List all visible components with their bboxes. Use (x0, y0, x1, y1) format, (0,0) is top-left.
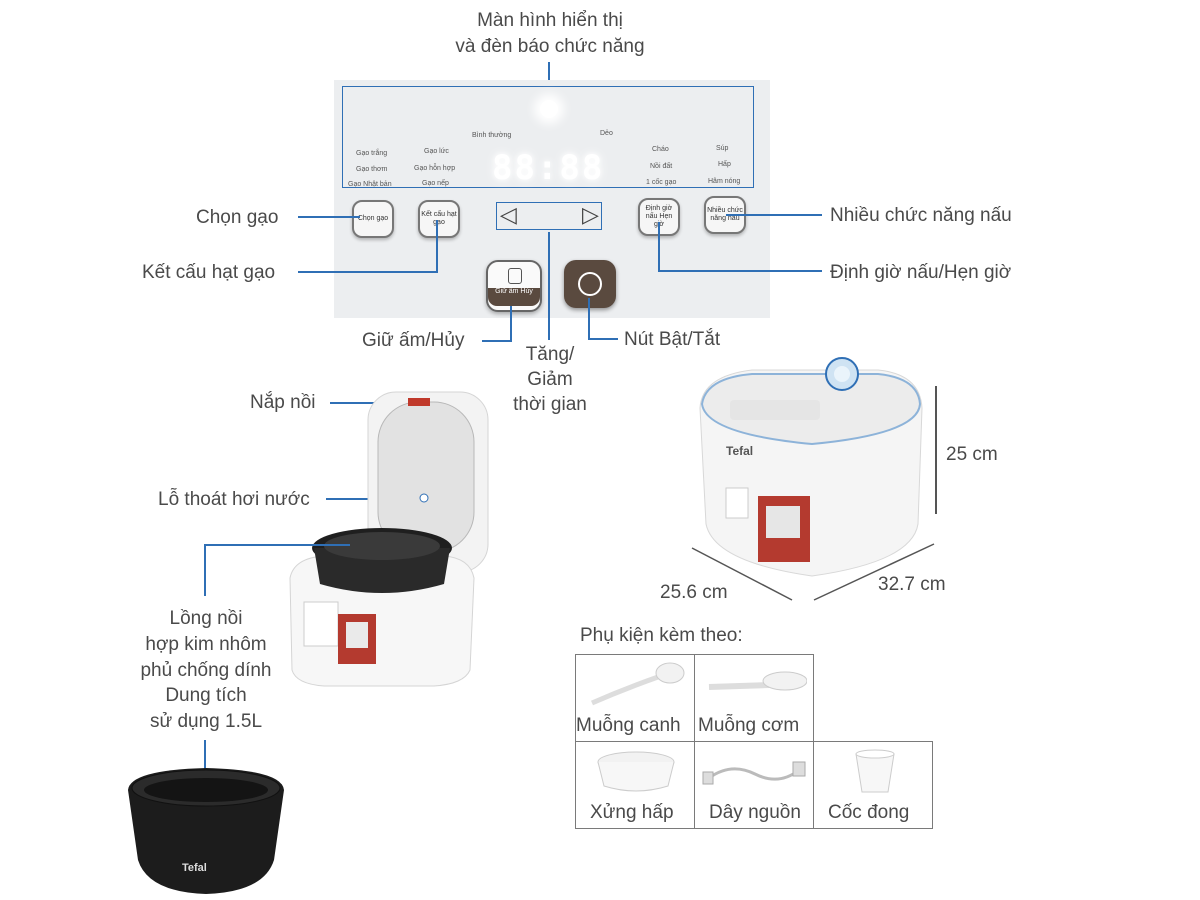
accessory-rice-paddle-label: Muỗng cơm (698, 715, 800, 736)
control-panel: Bình thường Dẻo Gạo trắng Gạo lức Gạo th… (334, 80, 770, 318)
height-dimension-line (935, 386, 937, 514)
base-dimension-lines (691, 543, 935, 601)
up-down-callout (548, 232, 550, 340)
mode-normal-label: Bình thường (472, 132, 512, 139)
cooker-brand-logo: Tefal (726, 444, 754, 458)
power-callout-v (588, 298, 590, 340)
keep-warm-button-label: Giữ ấm Hủy (488, 288, 540, 306)
menu-sticky-rice: Gạo nếp (422, 180, 449, 187)
timer-callout-v (658, 222, 660, 272)
multi-function-callout (726, 214, 822, 216)
pot-callout-h (204, 544, 350, 546)
arrow-frame (496, 202, 602, 230)
accessory-cell-measuring-cup: Cốc đong (813, 741, 933, 829)
menu-fragrant-rice: Gạo thơm (356, 166, 388, 173)
height-label: 25 cm (946, 444, 998, 465)
pot-label-2: hợp kim nhôm (145, 634, 267, 655)
menu-clay-pot: Nồi đất (650, 163, 673, 170)
up-down-label-1: Tăng/ (525, 344, 575, 365)
keep-warm-callout-h (482, 340, 512, 342)
menu-japanese-rice: Gạo Nhật bản (348, 181, 392, 188)
up-down-label-3: thời gian (513, 394, 587, 415)
pot-label-1: Lồng nồi (169, 608, 243, 629)
power-button[interactable] (564, 260, 616, 308)
closed-cooker-illustration (699, 357, 923, 577)
keep-warm-label: Giữ ấm/Hủy (362, 330, 465, 351)
rice-paddle-icon (708, 671, 807, 691)
power-callout-h (590, 338, 618, 340)
pot-label-3: phủ chống dính (140, 660, 272, 681)
width-label: 32.7 cm (878, 574, 946, 595)
keep-warm-callout-v (510, 306, 512, 342)
accessory-measuring-cup-label: Cốc đong (828, 802, 910, 823)
choose-rice-label: Chọn gạo (196, 207, 279, 228)
decrease-arrow-button[interactable]: ◁ (500, 202, 517, 227)
multi-function-label: Nhiều chức năng nấu (830, 205, 1012, 226)
accessory-power-cord-label: Dây nguồn (709, 802, 801, 823)
mode-soft-label: Dẻo (600, 130, 613, 137)
power-icon (578, 272, 602, 296)
pot-brand-logo: Tefal (182, 862, 207, 874)
pot-label-5: sử dụng 1.5L (149, 711, 263, 732)
increase-arrow-button[interactable]: ▷ (582, 202, 599, 227)
display-label-line1: Màn hình hiển thị (477, 10, 623, 31)
steamer-icon (597, 751, 675, 792)
display-label-line2: và đèn báo chức năng (455, 36, 645, 57)
accessory-cell-power-cord: Dây nguồn (694, 741, 814, 829)
display-callout-line (548, 62, 550, 86)
lid-callout (330, 402, 388, 404)
keep-warm-button[interactable]: Giữ ấm Hủy (486, 260, 542, 312)
accessory-cell-rice-paddle: Muỗng cơm (694, 654, 814, 742)
lid-label: Nắp nồi (250, 392, 316, 413)
choose-rice-callout (298, 216, 360, 218)
menu-white-rice: Gạo trắng (356, 150, 388, 157)
menu-porridge: Cháo (652, 146, 669, 153)
rice-texture-callout-v (436, 220, 438, 273)
timer-callout-h (660, 270, 822, 272)
rice-texture-callout-h (298, 271, 438, 273)
accessory-cell-steamer: Xửng hấp (575, 741, 695, 829)
accessory-ladle-label: Muỗng canh (576, 715, 681, 736)
keep-warm-icon (508, 268, 522, 284)
menu-reheat: Hâm nóng (708, 178, 741, 185)
timer-button[interactable]: Định giờ nấu Hẹn giờ (638, 198, 680, 236)
open-cooker-illustration (289, 391, 489, 687)
up-down-label-2: Giảm (527, 369, 573, 390)
display-area-frame (342, 86, 754, 188)
power-cord-icon (702, 761, 806, 785)
status-led (540, 100, 558, 118)
pot-callout-v (204, 544, 206, 596)
menu-mixed-rice: Gạo hỗn hợp (414, 165, 456, 172)
menu-one-cup: 1 cốc gạo (646, 179, 677, 186)
pot-label-4: Dung tích (165, 685, 247, 706)
vent-label: Lỗ thoát hơi nước (158, 489, 310, 510)
inner-pot-illustration (128, 768, 284, 894)
measuring-cup-icon (855, 749, 895, 793)
accessory-steamer-label: Xửng hấp (590, 802, 674, 823)
depth-label: 25.6 cm (660, 582, 728, 603)
digital-display: 88:88 (492, 148, 605, 188)
power-label: Nút Bật/Tắt (624, 329, 721, 350)
menu-steam: Hấp (718, 161, 731, 168)
rice-texture-label: Kết cấu hạt gạo (142, 262, 276, 283)
multi-function-button[interactable]: Nhiều chức năng nấu (704, 196, 746, 234)
accessories-title: Phụ kiện kèm theo: (580, 625, 743, 646)
rice-texture-button[interactable]: Kết cấu hạt gạo (418, 200, 460, 238)
choose-rice-button[interactable]: Chọn gạo (352, 200, 394, 238)
accessory-cell-ladle: Muỗng canh (575, 654, 695, 742)
ladle-icon (590, 662, 685, 706)
timer-label: Định giờ nấu/Hẹn giờ (830, 262, 1012, 283)
menu-brown-rice: Gạo lức (424, 148, 449, 155)
menu-soup: Súp (716, 145, 729, 152)
